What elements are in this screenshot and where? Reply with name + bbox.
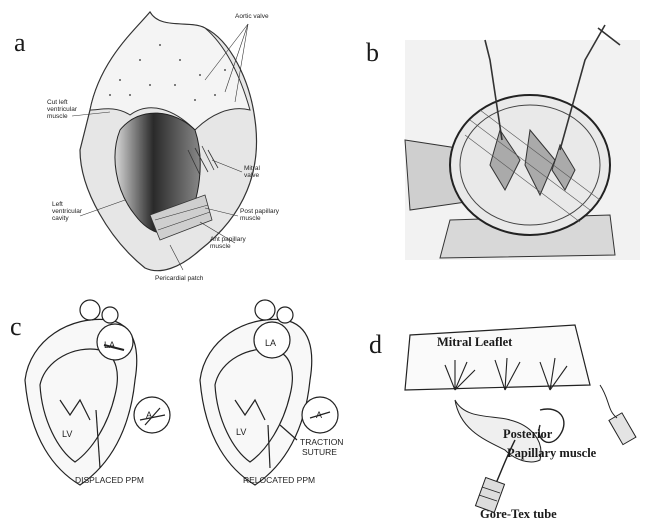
label-papillary-muscle: Papillary muscle (507, 446, 597, 460)
label-la-left: LA (104, 340, 115, 350)
label-pericardial-patch: Pericardial patch (155, 275, 204, 282)
gore-tex-illustration: Mitral Leaflet Posterior Papillary muscl… (345, 290, 650, 520)
panel-b: b (330, 0, 650, 290)
label-relocated-ppm: RELOCATED PPM (243, 475, 315, 485)
label-displaced-ppm: DISPLACED PPM (75, 475, 144, 485)
label-inset-left: A (146, 410, 152, 420)
label-traction-2: SUTURE (302, 447, 337, 457)
label-gore-tex: Gore-Tex tube (480, 507, 557, 520)
panel-d: d Mitral Leaflet Posterior Papillary mus… (345, 290, 650, 520)
heart-displaced (25, 300, 170, 485)
label-posterior: Posterior (503, 427, 553, 441)
label-lv-cavity-3: cavity (52, 215, 69, 222)
label-cut-lv-muscle-3: muscle (47, 113, 68, 120)
label-lv-cavity-2: ventricular (52, 208, 83, 215)
label-ant-pap-1: Ant papillary (210, 236, 247, 243)
label-post-pap-1: Post papillary (240, 208, 280, 215)
panel-b-letter: b (366, 38, 379, 68)
panel-c-letter: c (10, 312, 22, 342)
label-inset-right: A (316, 410, 322, 420)
label-ant-pap-2: muscle (210, 243, 231, 250)
label-cut-lv-muscle-1: Cut left (47, 99, 68, 106)
label-mitral-valve-1: Mitral (244, 165, 260, 172)
panel-d-letter: d (369, 330, 382, 360)
label-traction-1: TRACTION (300, 437, 343, 447)
label-la-right: LA (265, 338, 276, 348)
label-post-pap-2: muscle (240, 215, 261, 222)
label-lv-cavity-1: Left (52, 201, 63, 208)
panel-c: c LA LV A DISPLACED PPM (0, 290, 345, 520)
label-cut-lv-muscle-2: ventricular (47, 106, 78, 113)
panel-a-letter: a (14, 28, 26, 58)
label-aortic-valve: Aortic valve (235, 13, 269, 20)
label-mitral-leaflet: Mitral Leaflet (437, 335, 513, 349)
label-lv-left: LV (62, 429, 72, 439)
panel-a: a (0, 0, 330, 290)
tube-fragment (609, 413, 636, 445)
heart-relocated (200, 300, 338, 485)
ppm-relocation-illustration: LA LV A DISPLACED PPM LA LV A TRACTION S… (0, 290, 345, 520)
heart-cutaway-illustration: Aortic valve Cut left ventricular muscle… (0, 0, 330, 290)
label-mitral-valve-2: valve (244, 172, 260, 179)
label-lv-right: LV (236, 427, 246, 437)
